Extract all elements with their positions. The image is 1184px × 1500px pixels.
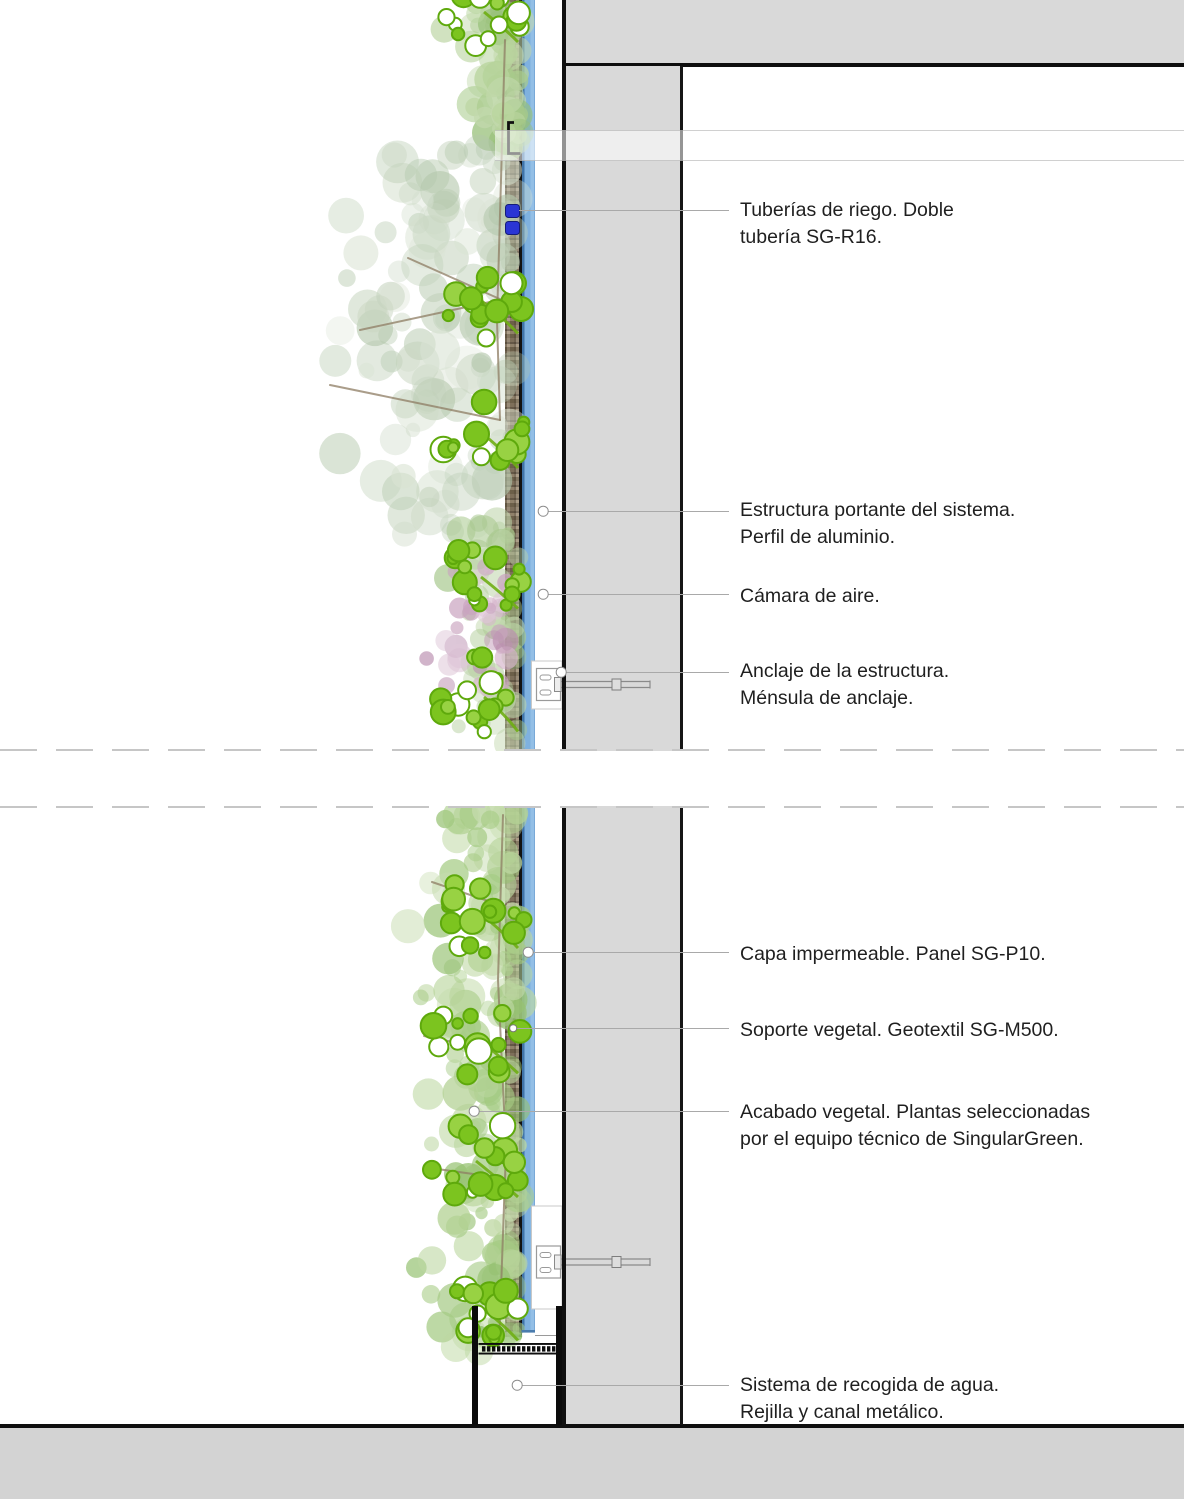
leader-line-estructura — [547, 510, 729, 512]
leader-line-soporte — [516, 1027, 729, 1029]
drainage-channel-left-wall — [472, 1306, 478, 1425]
leader-marker-soporte — [509, 1024, 517, 1032]
leader-marker-camara — [537, 588, 549, 600]
annotation-text: Soporte vegetal. Geotextil SG-M500. — [740, 1019, 1059, 1041]
annotation-text: Estructura portante del sistema. — [740, 499, 1016, 521]
annotation-recogida: Sistema de recogida de agua. Rejilla y c… — [740, 1372, 999, 1426]
waterproof-panel-line — [519, 0, 522, 1337]
annotation-text: Tuberías de riego. Doble — [740, 199, 954, 221]
foliage-layer — [319, 0, 537, 1366]
leader-line-recogida — [521, 1384, 729, 1386]
annotation-text: por el equipo técnico de SingularGreen. — [740, 1128, 1084, 1150]
ceiling-slab — [562, 0, 1184, 67]
anchor-bracket-lower — [535, 1245, 651, 1279]
wall-left-edge-line — [562, 0, 567, 1425]
leader-marker-anclaje — [555, 666, 567, 678]
floor-slab — [0, 1424, 1184, 1499]
soft-joint-band — [495, 130, 1184, 161]
leader-marker-estructura — [537, 505, 549, 517]
leader-marker-capa — [522, 946, 534, 958]
section-break-band — [0, 751, 1184, 806]
irrigation-pipe-icon — [505, 204, 520, 218]
leader-line-tuberias — [519, 210, 729, 212]
leader-marker-recogida — [511, 1379, 523, 1391]
break-dash-line-bottom — [0, 805, 1184, 808]
annotation-text: Anclaje de la estructura. — [740, 660, 950, 682]
annotation-soporte: Soporte vegetal. Geotextil SG-M500. — [740, 1017, 1059, 1044]
annotation-anclaje: Anclaje de la estructura. Ménsula de anc… — [740, 658, 949, 712]
drainage-channel-right-wall — [556, 1306, 563, 1425]
panel-bottom-cap — [521, 1330, 535, 1333]
wall-right-edge-line — [680, 66, 683, 1425]
irrigation-pipe-icon — [505, 221, 520, 235]
leader-line-anclaje — [565, 671, 729, 673]
annotation-text: Sistema de recogida de agua. — [740, 1374, 1000, 1396]
wall-section-fill — [566, 66, 680, 1425]
leader-line-acabado — [478, 1110, 729, 1112]
annotation-text: Rejilla y canal metálico. — [740, 1401, 944, 1423]
leader-line-capa — [532, 951, 729, 953]
annotation-text: Acabado vegetal. Plantas seleccionadas — [740, 1101, 1091, 1123]
annotation-estructura: Estructura portante del sistema. Perfil … — [740, 497, 1015, 551]
leader-marker-acabado — [468, 1105, 480, 1117]
annotation-text: Perfil de aluminio. — [740, 526, 895, 548]
annotation-camara: Cámara de aire. — [740, 583, 880, 610]
annotation-text: Ménsula de anclaje. — [740, 687, 914, 709]
break-dash-line-top — [0, 749, 1184, 752]
drainage-grille — [478, 1343, 557, 1355]
leader-line-camara — [547, 593, 729, 595]
anchor-bracket-upper — [535, 667, 651, 702]
annotation-text: tubería SG-R16. — [740, 226, 882, 248]
annotation-text: Capa impermeable. Panel SG-P10. — [740, 943, 1046, 965]
annotation-text: Cámara de aire. — [740, 585, 880, 607]
annotation-capa: Capa impermeable. Panel SG-P10. — [740, 941, 1046, 968]
annotation-acabado: Acabado vegetal. Plantas seleccionadas p… — [740, 1099, 1090, 1153]
annotation-tuberias: Tuberías de riego. Doble tubería SG-R16. — [740, 197, 954, 251]
